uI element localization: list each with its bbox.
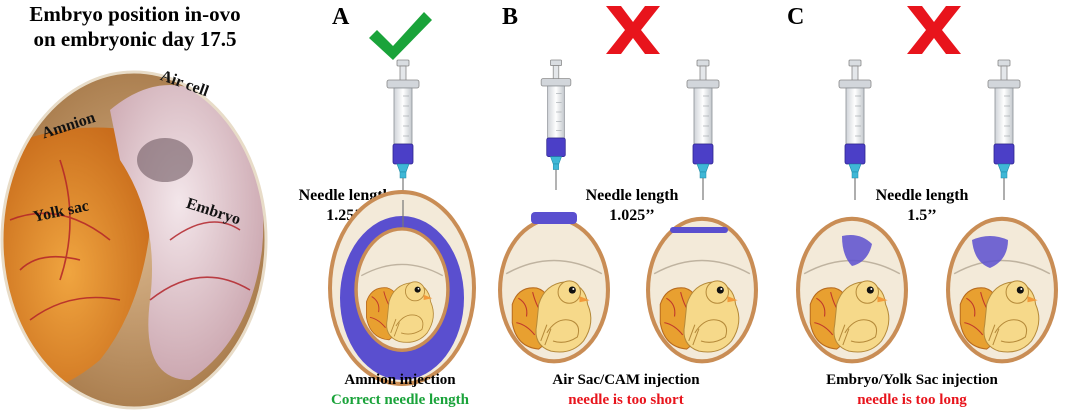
cross-icon: [606, 6, 660, 54]
panel-b-verdict: needle is too short: [568, 392, 683, 408]
egg-c1: [795, 215, 909, 375]
panel-c-letter: C: [787, 4, 804, 30]
egg-a: [328, 190, 476, 386]
panel-b-caption: Air Sac/CAM injection: [552, 372, 700, 388]
panel-c-needle-label-line1: Needle length: [876, 187, 969, 204]
syringe-icon: [686, 59, 720, 201]
panel-c: C Needle length 1.5’’ Embryo/Yolk Sac in…: [787, 4, 1059, 408]
panel-a-letter: A: [332, 4, 350, 30]
photo-title-line2: on embryonic day 17.5: [33, 27, 237, 51]
panel-a: A Needle length 1.25’’ Amnion injection …: [299, 4, 476, 408]
checkmark-icon: [369, 12, 432, 60]
syringe-icon: [987, 59, 1021, 201]
photo-title: Embryo position in-ovo on embryonic day …: [0, 2, 270, 52]
panel-b-letter: B: [502, 4, 518, 30]
egg-photo: [0, 70, 268, 410]
panel-a-caption: Amnion injection: [344, 372, 456, 388]
panel-a-needle-label-line1: Needle length: [299, 187, 392, 204]
cross-icon: [907, 6, 961, 54]
panel-b-needle-label-line1: Needle length: [586, 187, 679, 204]
egg-c2: [945, 215, 1059, 375]
syringe-icon: [540, 59, 572, 191]
panel-b-needle-label-line2: 1.025’’: [609, 207, 654, 224]
panel-c-needle-label-line2: 1.5’’: [907, 207, 936, 224]
egg-b2: [645, 215, 759, 375]
photo-title-line1: Embryo position in-ovo: [29, 2, 241, 26]
syringe-icon: [838, 59, 872, 201]
panel-c-verdict: needle is too long: [857, 392, 967, 408]
panel-c-caption: Embryo/Yolk Sac injection: [826, 372, 998, 388]
panel-b: B Needle length 1.025’’ Air Sac/CAM inje…: [497, 4, 759, 408]
syringe-icon: [386, 59, 420, 201]
egg-b1: [497, 212, 611, 375]
panel-a-verdict: Correct needle length: [331, 392, 470, 408]
